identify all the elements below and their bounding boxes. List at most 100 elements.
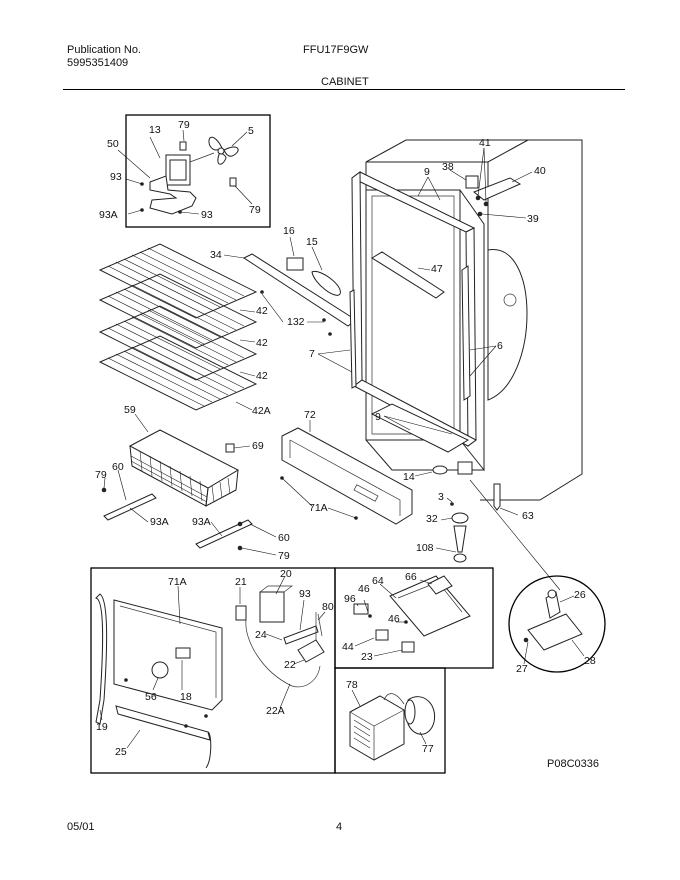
callout-5: 5 [248, 125, 254, 137]
callout-16: 16 [283, 225, 295, 237]
callout-93A: 93A [99, 209, 118, 221]
wire-basket: 59 69 [124, 404, 264, 507]
hinge-detail-circle [508, 575, 606, 673]
wire-22A [245, 619, 321, 688]
callout-15: 15 [306, 236, 318, 248]
callout-96: 96 [344, 593, 356, 605]
shelf-3 [98, 305, 258, 381]
part-22 [297, 639, 325, 663]
control-parts-inset: 64 66 46 96 46 44 23 [334, 567, 494, 669]
hinge-detail: 26 27 28 [508, 575, 606, 675]
thermostat-assembly: 41 38 40 39 [442, 137, 546, 225]
basket-supports: 79 60 93A 93A 60 79 [95, 461, 290, 562]
callout-6: 6 [497, 340, 503, 352]
callout-34: 34 [210, 249, 222, 261]
callout-72: 72 [304, 409, 316, 421]
trough-9 [370, 403, 470, 453]
grommet-top [179, 141, 187, 151]
fan-blade [208, 136, 239, 165]
screw-63 [493, 483, 501, 511]
light-socket-16 [286, 257, 304, 271]
callout-59: 59 [124, 404, 136, 416]
light-bulb-15 [311, 270, 341, 296]
callout-42-b: 42 [256, 337, 268, 349]
callout-60-b: 60 [278, 532, 290, 544]
cap-32 [451, 512, 469, 524]
callout-93A-c: 93A [192, 516, 211, 528]
callout-44: 44 [342, 641, 354, 653]
shelf-1 [98, 243, 258, 319]
detail-leader [469, 479, 561, 591]
transformer-78 [349, 695, 405, 761]
callout-46: 46 [358, 583, 370, 595]
wire-shelves: 42 42 42 42A [98, 243, 271, 417]
callout-3: 3 [438, 491, 444, 503]
header-rule [63, 89, 625, 90]
plug-56 [151, 661, 169, 679]
section-title: CABINET [321, 76, 369, 88]
cabinet-body: 9 47 7 6 9 [309, 139, 583, 501]
footer-date: 05/01 [67, 821, 95, 833]
clip-69 [225, 443, 235, 453]
callout-21: 21 [235, 576, 247, 588]
callout-69: 69 [252, 440, 264, 452]
callout-26: 26 [574, 589, 586, 601]
callout-7: 7 [309, 348, 315, 360]
hinge-bracket-28 [527, 613, 583, 651]
switch-66 [427, 575, 453, 595]
callout-46-b: 46 [388, 613, 400, 625]
rail-6 [461, 265, 471, 401]
grille-72 [281, 427, 413, 525]
callout-79: 79 [178, 119, 190, 131]
callout-93-b: 93 [201, 209, 213, 221]
callout-63: 63 [522, 510, 534, 522]
publication-number: 5995351409 [67, 57, 129, 69]
callout-66: 66 [405, 571, 417, 583]
callout-40: 40 [534, 165, 546, 177]
grommet-right [229, 177, 237, 187]
callout-50: 50 [107, 138, 119, 150]
callout-64: 64 [372, 575, 384, 587]
callout-14: 14 [403, 471, 415, 483]
transformer-inset: 78 77 [334, 667, 446, 774]
cabinet-side-bulge [487, 249, 528, 401]
toe-grille: 72 71A [280, 409, 413, 525]
callout-93: 93 [110, 171, 122, 183]
part-20 [259, 591, 285, 623]
shelf-2 [98, 273, 258, 349]
drawing-code: P08C0336 [547, 758, 599, 770]
callout-20: 20 [280, 568, 292, 580]
hinge-plate [457, 461, 473, 475]
rail-7 [349, 289, 357, 389]
strip-25 [115, 705, 211, 741]
panel-cover [113, 599, 223, 711]
liner-back [365, 189, 461, 441]
part-24 [283, 625, 319, 645]
fan-inset-frame [125, 114, 271, 228]
callout-38: 38 [442, 161, 454, 173]
callout-42-c: 42 [256, 370, 268, 382]
callout-71A: 71A [309, 502, 328, 514]
model-number: FFU17F9GW [303, 44, 369, 56]
callout-42: 42 [256, 305, 268, 317]
leveling-hardware: 14 3 63 32 108 [403, 461, 534, 563]
callout-41: 41 [479, 137, 491, 149]
callout-24: 24 [255, 629, 267, 641]
publication-label: Publication No. [67, 44, 141, 56]
callout-9: 9 [424, 166, 430, 178]
callout-60: 60 [112, 461, 124, 473]
callout-93A-b: 93A [150, 516, 169, 528]
callout-25: 25 [115, 746, 127, 758]
callout-27: 27 [516, 663, 528, 675]
callout-23: 23 [361, 651, 373, 663]
callout-71A-b: 71A [168, 576, 187, 588]
strip-19 [95, 593, 108, 725]
shelf-4 [98, 335, 258, 411]
callout-79-d: 79 [278, 550, 290, 562]
callout-13: 13 [149, 124, 161, 136]
callout-108: 108 [416, 542, 434, 554]
callout-22: 22 [284, 659, 296, 671]
support-right [195, 519, 253, 549]
callout-9-b: 9 [375, 411, 381, 423]
